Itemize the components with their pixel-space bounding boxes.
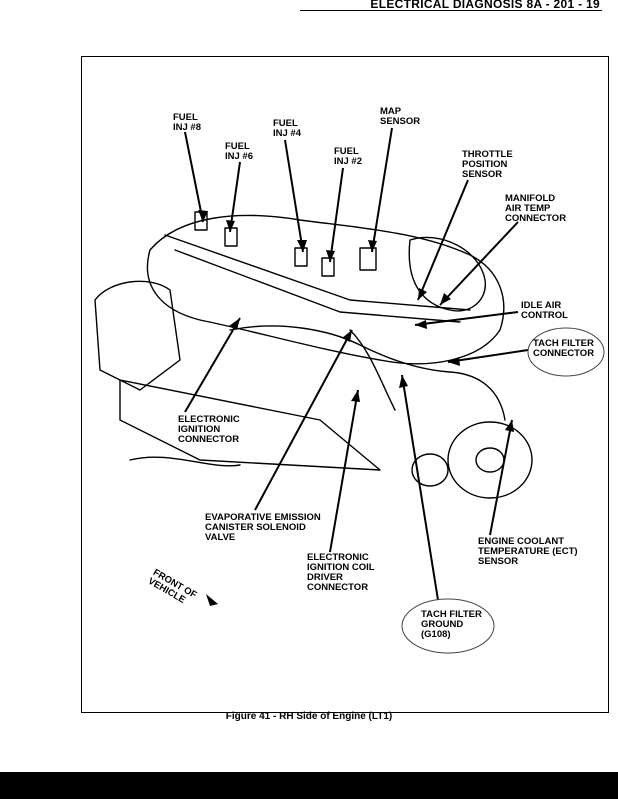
label-ignition-coil-driver-connector: ELECTRONIC IGNITION COIL DRIVER CONNECTO…	[307, 552, 375, 593]
leader-evap-canister	[254, 329, 353, 511]
map-sensor-body	[359, 247, 377, 271]
label-fuel-inj-6: FUEL INJ #6	[225, 141, 253, 162]
label-evap-canister-solenoid-valve: EVAPORATIVE EMISSION CANISTER SOLENOID V…	[205, 512, 321, 543]
label-manifold-air-temp-connector: MANIFOLD AIR TEMP CONNECTOR	[505, 193, 567, 224]
arrowhead-idle-air-control	[415, 320, 427, 329]
valve-cover	[119, 379, 381, 471]
arrowhead-map-sensor	[368, 240, 377, 252]
leader-fuel-inj-2	[329, 167, 344, 263]
arrowhead-coil-driver	[351, 390, 360, 402]
handdrawn-circle-tach-connector	[527, 327, 605, 377]
label-electronic-ignition-connector: ELECTRONIC IGNITION CONNECTOR	[178, 414, 240, 445]
fuel-rail-right	[174, 249, 461, 323]
scan-bottom-band	[0, 772, 618, 799]
label-fuel-inj-4: FUEL INJ #4	[273, 118, 301, 139]
arrowhead-tach-filter-ground	[399, 375, 408, 388]
leader-electronic-ignition	[184, 317, 241, 413]
leader-fuel-inj-8	[184, 131, 204, 223]
leader-coil-driver	[329, 389, 359, 553]
figure-caption: Figure 41 - RH Side of Engine (LT1)	[225, 711, 393, 722]
leader-manifold-air-temp	[439, 221, 519, 306]
label-tach-filter-ground: TACH FILTER GROUND (G108)	[421, 609, 482, 640]
arrowhead-tach-filter-connector	[448, 357, 460, 366]
label-idle-air-control: IDLE AIR CONTROL	[521, 300, 568, 321]
harness-main	[229, 325, 506, 421]
front-of-vehicle-arrow	[206, 594, 218, 606]
label-tach-filter-connector: TACH FILTER CONNECTOR	[533, 338, 595, 359]
lower-hose	[129, 456, 241, 467]
leader-map-sensor	[371, 127, 393, 253]
arrowhead-fuel-inj-6	[226, 220, 235, 232]
arrowhead-fuel-inj-2	[326, 250, 335, 262]
arrowhead-electronic-ignition	[229, 318, 240, 330]
handdrawn-circle-tach-ground	[401, 598, 495, 654]
arrowhead-throttle-position	[418, 288, 427, 300]
leader-fuel-inj-4	[284, 139, 304, 253]
fuel-rail-left	[164, 234, 471, 311]
label-fuel-inj-2: FUEL INJ #2	[334, 146, 362, 167]
harness-branch	[349, 329, 396, 411]
header-rule	[300, 10, 602, 11]
arrowhead-ect-sensor	[505, 420, 514, 432]
leader-idle-air-control	[414, 311, 519, 326]
leader-fuel-inj-6	[229, 161, 241, 233]
injector-2	[321, 257, 335, 277]
page-header: ELECTRICAL DIAGNOSIS 8A - 201 - 19	[370, 0, 600, 11]
engine-block-left	[94, 280, 181, 391]
arrowhead-evap-canister	[342, 330, 352, 342]
leader-tach-filter-connector	[447, 349, 529, 363]
water-pump-hub	[475, 447, 505, 473]
label-engine-coolant-temp-sensor: ENGINE COOLANT TEMPERATURE (ECT) SENSOR	[478, 536, 578, 567]
label-fuel-inj-8: FUEL INJ #8	[173, 112, 201, 133]
water-pump-pulley	[447, 421, 533, 499]
leader-tach-filter-ground	[401, 374, 439, 601]
arrowhead-manifold-air-temp	[440, 293, 451, 305]
intake-manifold-outline	[146, 214, 505, 365]
leader-throttle-position	[417, 179, 469, 301]
injector-4	[294, 247, 308, 267]
arrowhead-fuel-inj-4	[297, 240, 307, 252]
label-map-sensor: MAP SENSOR	[380, 106, 421, 127]
label-throttle-position-sensor: THROTTLE POSITION SENSOR	[462, 149, 513, 180]
leader-ect-sensor	[489, 419, 513, 536]
arrowhead-fuel-inj-8	[198, 210, 208, 222]
figure-frame	[81, 56, 609, 713]
idler-pulley	[411, 453, 449, 487]
throttle-body	[408, 236, 486, 312]
